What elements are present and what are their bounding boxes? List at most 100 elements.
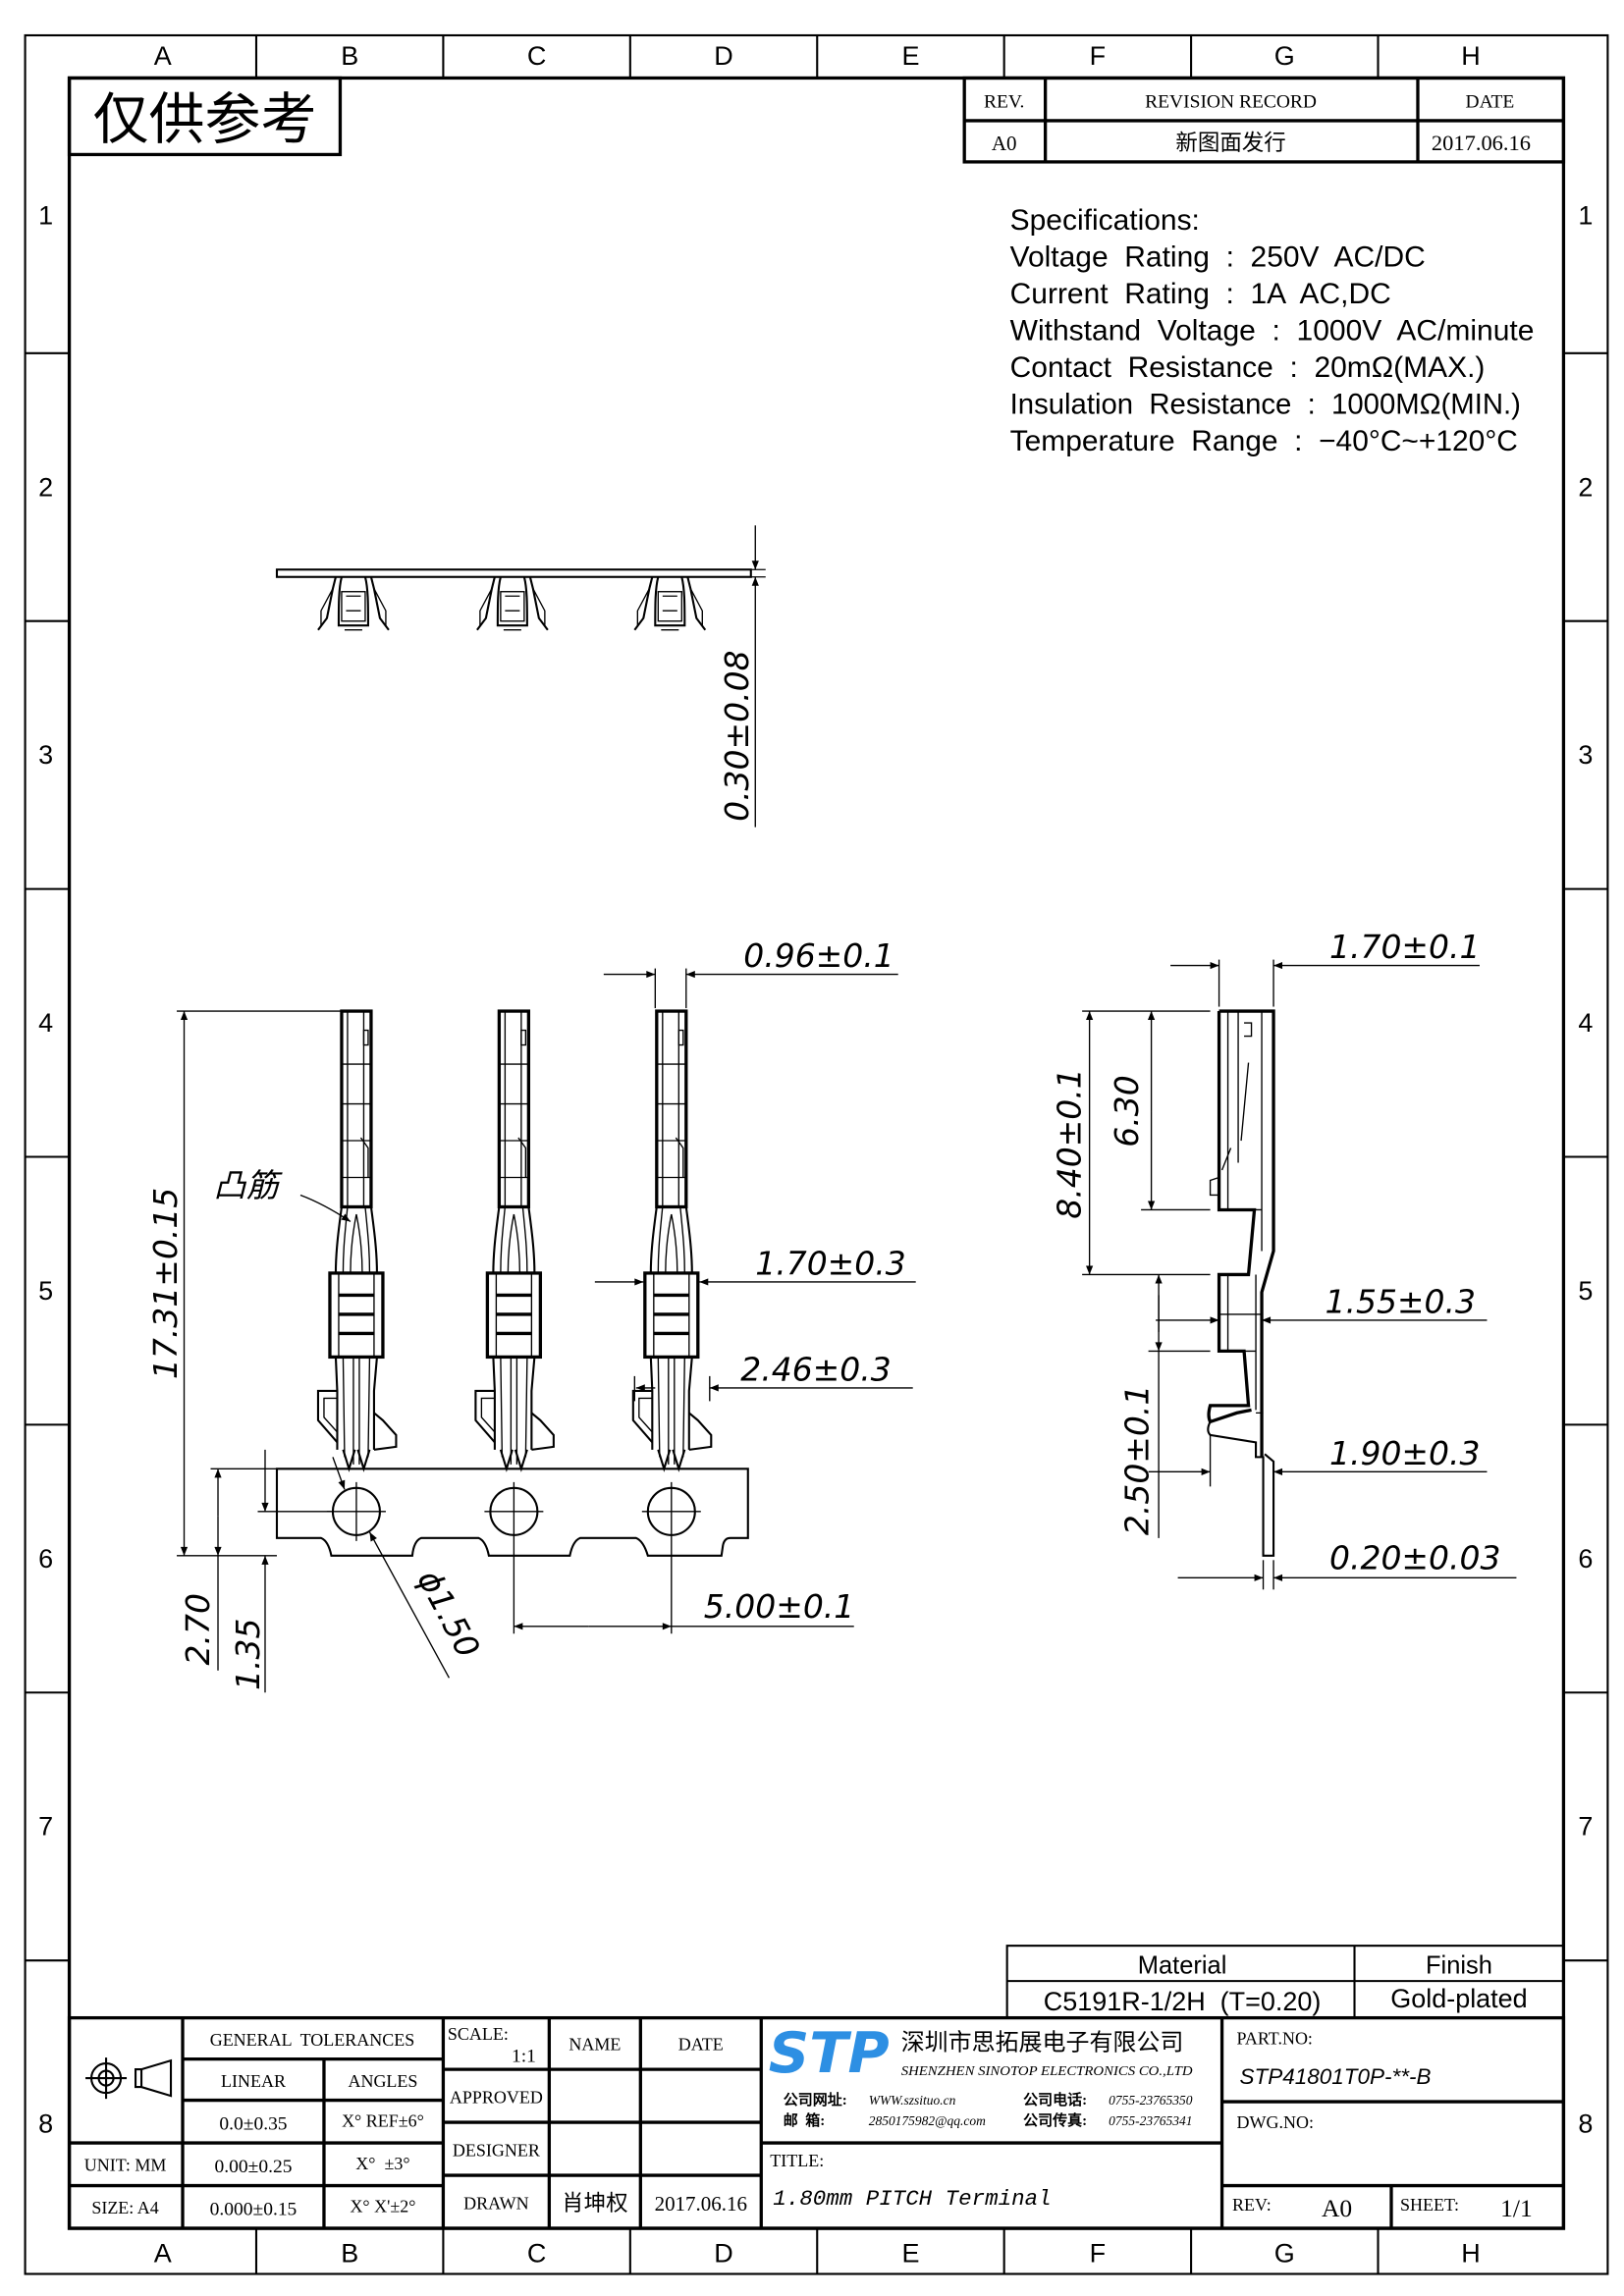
tolerance-linear: 0.000±0.15 bbox=[210, 2200, 298, 2220]
zone-column-bottom: D bbox=[714, 2239, 732, 2269]
watermark-text: 仅供参考 bbox=[93, 89, 317, 151]
part-no-value: STP41801T0P-**-B bbox=[1240, 2064, 1432, 2089]
revision-table: REV. REVISION RECORD DATE A0 新图面发行 2017.… bbox=[962, 76, 1566, 164]
spec-line: Voltage Rating : 250V AC/DC bbox=[1010, 240, 1426, 273]
terminal-front-view bbox=[316, 1009, 399, 1471]
company-name-en: SHENZHEN SINOTOP ELECTRONICS CO.,LTD bbox=[901, 2063, 1193, 2078]
spec-line: Withstand Voltage : 1000V AC/minute bbox=[1010, 314, 1535, 347]
fax-value: 0755-23765341 bbox=[1109, 2113, 1192, 2128]
zone-row-right: 5 bbox=[1578, 1276, 1593, 1306]
tolerance-linear: 0.00±0.25 bbox=[215, 2157, 293, 2177]
email-label: 邮 箱: bbox=[784, 2111, 825, 2129]
dim-pitch: 5.00±0.1 bbox=[704, 1587, 854, 1626]
callout-rib: 凸筋 bbox=[214, 1169, 284, 1204]
dim-crimp-width: 1.70±0.3 bbox=[755, 1244, 905, 1282]
tolerance-angle: X° X'±2° bbox=[350, 2197, 415, 2216]
scale-label: SCALE: bbox=[448, 2024, 509, 2044]
part-no-label: PART.NO: bbox=[1237, 2029, 1313, 2049]
phone-value: 0755-23765350 bbox=[1109, 2093, 1193, 2108]
zone-row-left: 6 bbox=[38, 1544, 53, 1574]
zone-row-right: 2 bbox=[1578, 472, 1593, 502]
rev-label: REV: bbox=[1232, 2195, 1272, 2215]
fax-label: 公司传真: bbox=[1023, 2111, 1087, 2129]
drawn-date: 2017.06.16 bbox=[655, 2192, 747, 2216]
zone-column-top: D bbox=[714, 41, 732, 71]
zone-column-top: F bbox=[1090, 41, 1106, 71]
dim-carrier-height: 2.70 bbox=[179, 1593, 217, 1665]
company-logo: STP bbox=[769, 2021, 890, 2086]
email-value: 2850175982@qq.com bbox=[869, 2113, 986, 2128]
zone-column-bottom: G bbox=[1274, 2239, 1295, 2269]
rev-value: A0 bbox=[1322, 2194, 1352, 2222]
zone-row-left: 8 bbox=[38, 2109, 53, 2139]
drawn-label: DRAWN bbox=[463, 2194, 529, 2214]
web-label: 公司网址: bbox=[784, 2091, 847, 2109]
zone-row-right: 1 bbox=[1578, 201, 1593, 231]
revision-header-record: REVISION RECORD bbox=[1145, 91, 1317, 112]
side-view: 1.70±0.1 8.40±0.1 6.30 1.55±0.3 2.50±0.1… bbox=[1051, 928, 1517, 1590]
zone-row-left: 1 bbox=[38, 201, 53, 231]
name-header: NAME bbox=[568, 2035, 621, 2055]
zone-column-bottom: E bbox=[901, 2239, 919, 2269]
company-name-cn: 深圳市思拓展电子有限公司 bbox=[901, 2030, 1184, 2056]
spec-line: Insulation Resistance : 1000MΩ(MIN.) bbox=[1010, 388, 1521, 420]
zone-row-left: 4 bbox=[38, 1008, 53, 1038]
revision-date: 2017.06.16 bbox=[1432, 131, 1531, 155]
finish-value: Gold-plated bbox=[1390, 1984, 1527, 2013]
dwg-no-label: DWG.NO: bbox=[1237, 2112, 1314, 2132]
zone-row-left: 5 bbox=[38, 1276, 53, 1306]
zone-column-top: E bbox=[901, 41, 919, 71]
general-tolerances-label: GENERAL TOLERANCES bbox=[210, 2030, 414, 2050]
tolerance-linear: 0.0±0.35 bbox=[219, 2114, 287, 2135]
projection-symbol-icon bbox=[85, 2057, 173, 2100]
dim-side-crimp: 1.55±0.3 bbox=[1326, 1282, 1476, 1320]
spec-line: Temperature Range : −40°C~+120°C bbox=[1010, 425, 1518, 457]
date-header: DATE bbox=[678, 2035, 724, 2055]
zone-column-bottom: C bbox=[527, 2239, 546, 2269]
dim-strip-thickness: 0.30±0.08 bbox=[718, 650, 756, 821]
phone-label: 公司电话: bbox=[1023, 2091, 1087, 2109]
material-value: C5191R-1/2H (T=0.20) bbox=[1044, 1987, 1322, 2016]
zone-row-left: 7 bbox=[38, 1812, 53, 1842]
zone-column-top: A bbox=[154, 41, 172, 71]
specs-title: Specifications: bbox=[1010, 204, 1200, 237]
unit-label: UNIT: MM bbox=[84, 2156, 167, 2175]
top-view: 0.30±0.08 bbox=[275, 525, 766, 828]
zone-row-left: 3 bbox=[38, 740, 53, 770]
zone-row-right: 4 bbox=[1578, 1008, 1593, 1038]
revision-header-rev: REV. bbox=[984, 91, 1024, 112]
zone-column-bottom: A bbox=[154, 2239, 172, 2269]
terminal-top-view bbox=[316, 575, 390, 631]
dim-side-insulation: 1.90±0.3 bbox=[1329, 1434, 1480, 1472]
terminal-top-view bbox=[633, 575, 707, 631]
approved-label: APPROVED bbox=[450, 2088, 543, 2108]
zone-column-top: C bbox=[527, 41, 546, 71]
zone-row-left: 2 bbox=[38, 472, 53, 502]
zone-column-bottom: F bbox=[1090, 2239, 1106, 2269]
scale-value: 1:1 bbox=[512, 2047, 536, 2067]
zone-row-right: 8 bbox=[1578, 2109, 1593, 2139]
dim-insulation-length: 2.50±0.1 bbox=[1118, 1385, 1157, 1535]
carrier-strip bbox=[275, 1468, 749, 1557]
dim-box-length: 6.30 bbox=[1108, 1075, 1146, 1147]
material-label: Material bbox=[1138, 1952, 1227, 1980]
zone-row-right: 3 bbox=[1578, 740, 1593, 770]
watermark-box bbox=[67, 76, 343, 157]
sheet-value: 1/1 bbox=[1500, 2194, 1533, 2222]
revision-record: 新图面发行 bbox=[1175, 131, 1285, 155]
tolerance-angle: X° REF±6° bbox=[342, 2111, 424, 2131]
zone-row-right: 6 bbox=[1578, 1544, 1593, 1574]
revision-rev: A0 bbox=[992, 132, 1017, 155]
zone-column-top: H bbox=[1461, 41, 1480, 71]
dim-side-width: 1.70±0.1 bbox=[1329, 928, 1480, 966]
terminal-top-view bbox=[475, 575, 549, 631]
drawing-title: 1.80mm PITCH Terminal bbox=[773, 2186, 1051, 2212]
zone-column-bottom: H bbox=[1461, 2239, 1480, 2269]
front-view: 0.96±0.1 1.70±0.3 2.46±0.3 17.31±0.15 2.… bbox=[146, 936, 916, 1693]
dim-pin-width: 0.96±0.1 bbox=[743, 936, 893, 975]
spec-line: Contact Resistance : 20mΩ(MAX.) bbox=[1010, 351, 1486, 384]
zone-column-top: B bbox=[341, 41, 358, 71]
linear-label: LINEAR bbox=[221, 2071, 286, 2091]
